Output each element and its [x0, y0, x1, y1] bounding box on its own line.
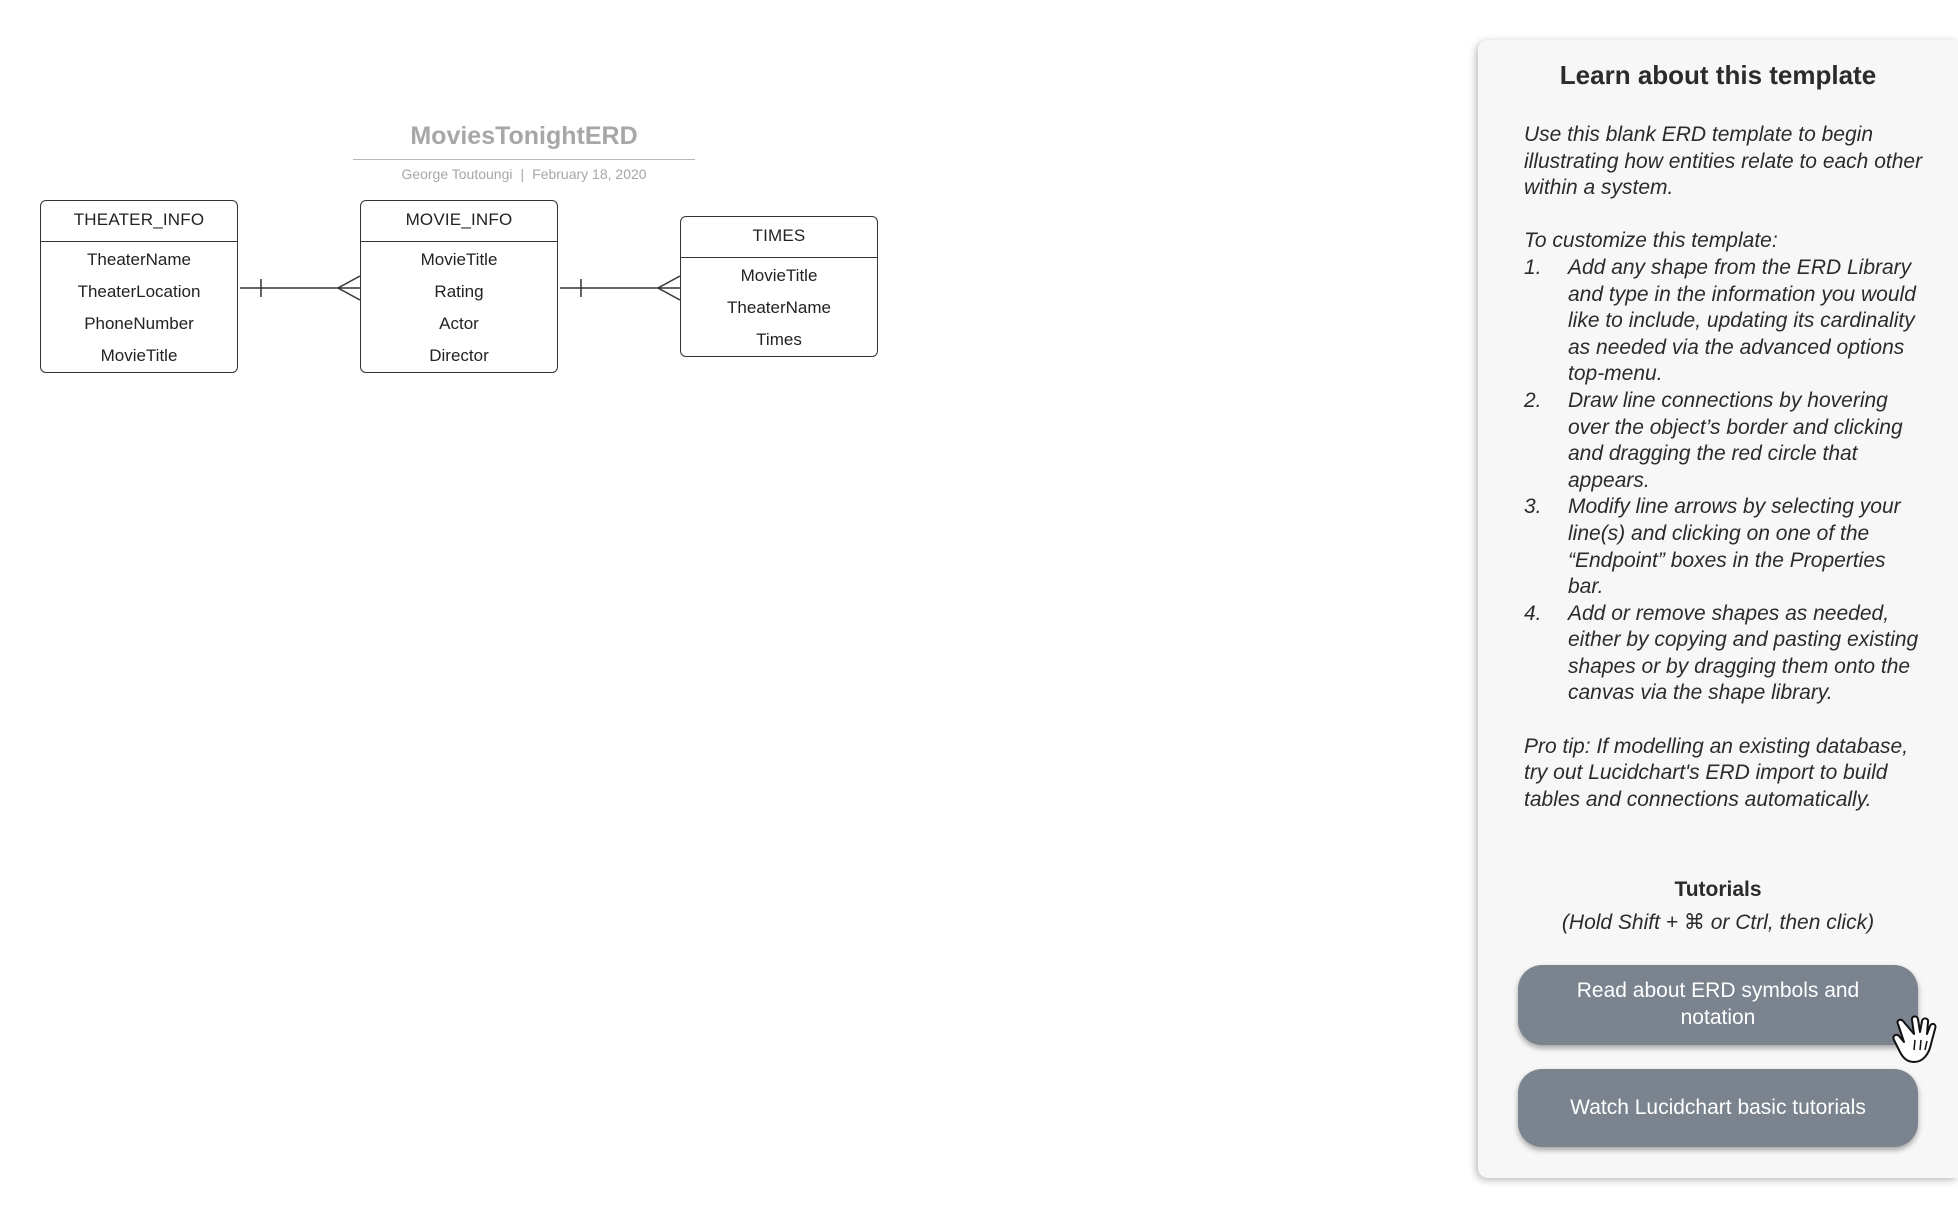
read-erd-symbols-button[interactable]: Read about ERD symbols and notation: [1518, 965, 1918, 1045]
pro-tip: Pro tip: If modelling an existing databa…: [1524, 734, 1909, 811]
hand-pointer-icon: [1892, 1015, 1937, 1063]
entity-theater-info[interactable]: THEATER_INFO TheaterName TheaterLocation…: [40, 200, 238, 373]
panel-instructions: Use this blank ERD template to begin ill…: [1524, 122, 1924, 813]
entity-movie-info[interactable]: MOVIE_INFO MovieTitle Rating Actor Direc…: [360, 200, 558, 373]
step-item: 4. Add or remove shapes as needed, either…: [1524, 601, 1924, 707]
tutorials-heading: Tutorials: [1674, 878, 1762, 901]
step-number: 4.: [1524, 601, 1542, 625]
step-text: Add or remove shapes as needed, either b…: [1568, 601, 1919, 705]
button-label: Watch Lucidchart basic tutorials: [1570, 1095, 1866, 1119]
step-item: 2. Draw line connections by hovering over…: [1524, 388, 1924, 494]
many-crowfoot-upper: [337, 275, 361, 289]
many-crowfoot-lower: [337, 287, 361, 301]
step-number: 2.: [1524, 388, 1542, 412]
many-crowfoot-upper: [657, 275, 681, 289]
button-label: Read about ERD symbols and notation: [1576, 979, 1860, 1029]
entity-name: TIMES: [681, 217, 877, 258]
panel-intro: Use this blank ERD template to begin ill…: [1524, 123, 1923, 200]
diagram-title: MoviesTonightERD: [410, 122, 638, 150]
author-name: George Toutoungi: [401, 166, 513, 182]
step-item: 1. Add any shape from the ERD Library and…: [1524, 255, 1924, 388]
entity-attribute: MovieTitle: [420, 250, 498, 269]
step-text: Modify line arrows by selecting your lin…: [1568, 495, 1901, 599]
subtitle-separator: |: [520, 166, 525, 182]
step-number: 3.: [1524, 495, 1542, 519]
entity-attribute: TheaterName: [727, 298, 831, 317]
entity-attribute: TheaterLocation: [77, 282, 201, 301]
entity-attribute: TheaterName: [87, 250, 191, 269]
customize-steps: 1. Add any shape from the ERD Library and…: [1524, 255, 1924, 707]
diagram-subtitle: George Toutoungi | February 18, 2020: [353, 166, 695, 182]
entity-attribute: Rating: [434, 282, 484, 301]
tutorials-hint: (Hold Shift + ⌘ or Ctrl, then click): [1561, 911, 1875, 934]
entity-times[interactable]: TIMES MovieTitle TheaterName Times: [680, 216, 878, 357]
step-item: 3. Modify line arrows by selecting your l…: [1524, 494, 1924, 600]
step-text: Add any shape from the ERD Library and t…: [1568, 255, 1916, 386]
step-number: 1.: [1524, 255, 1542, 279]
many-crowfoot-lower: [657, 287, 681, 301]
title-divider: [353, 159, 695, 160]
step-text: Draw line connections by hovering over t…: [1568, 388, 1903, 492]
entity-name: MOVIE_INFO: [361, 201, 557, 242]
entity-attribute: MovieTitle: [740, 266, 818, 285]
entity-name: THEATER_INFO: [41, 201, 237, 242]
relationship-theater-movie[interactable]: [240, 275, 361, 301]
learn-template-panel: Learn about this template Use this blank…: [1478, 40, 1958, 1178]
diagram-date: February 18, 2020: [532, 166, 647, 182]
watch-tutorials-button[interactable]: Watch Lucidchart basic tutorials: [1518, 1069, 1918, 1147]
entity-attribute: MovieTitle: [100, 346, 178, 365]
entity-attribute: Times: [756, 330, 802, 349]
relationship-movie-times[interactable]: [560, 275, 681, 301]
panel-title: Learn about this template: [1559, 60, 1877, 90]
entity-attribute: Director: [429, 346, 489, 365]
entity-attribute: Actor: [439, 314, 479, 333]
entity-attribute: PhoneNumber: [84, 314, 194, 333]
customize-heading: To customize this template:: [1524, 229, 1778, 253]
